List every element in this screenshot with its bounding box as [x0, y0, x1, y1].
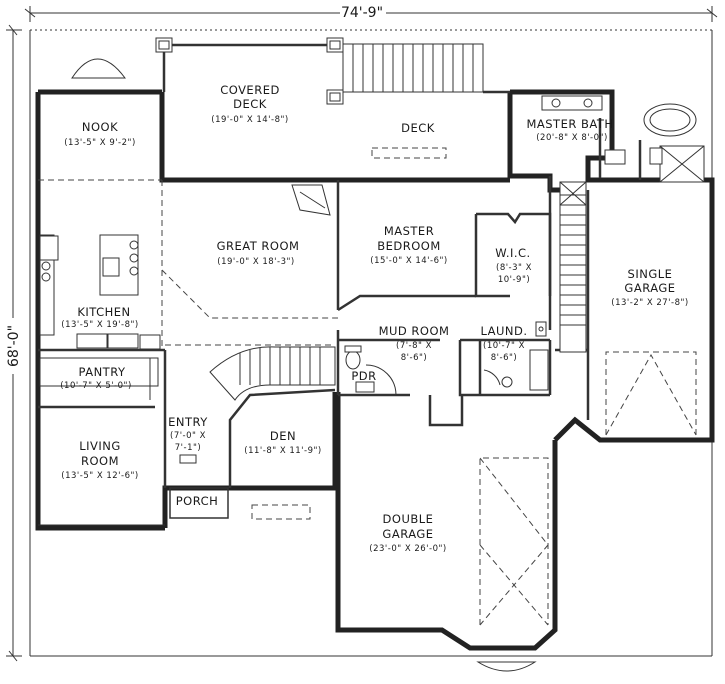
wic-label: W.I.C.: [495, 246, 530, 260]
overall-depth-label: 68'-0": [6, 325, 22, 367]
porch-label: PORCH: [176, 494, 219, 508]
pantry-label: PANTRY: [79, 365, 126, 379]
master-bedroom-dims: (15'-0" X 14'-6"): [370, 256, 447, 266]
nook-dims: (13'-5" X 9'-2"): [64, 138, 136, 148]
den-dims: (11'-8" X 11'-9"): [244, 446, 321, 456]
great-room-dims: (19'-0" X 18'-3"): [217, 257, 294, 267]
deck-structure: [155, 37, 510, 159]
kitchen-label: KITCHEN: [77, 305, 130, 319]
pantry-shelves: [39, 357, 159, 387]
width-label-bg: [340, 3, 386, 21]
powder-label: PDR: [351, 369, 376, 383]
master-bedroom-label-2: BEDROOM: [377, 239, 441, 253]
single-garage-label-1: SINGLE: [628, 267, 673, 281]
depth-label-bg: [3, 318, 23, 374]
wic-dims-2: 10'-9"): [498, 275, 530, 285]
master-bath-label: MASTER BATH: [526, 117, 613, 131]
single-garage-dims: (13'-2" X 27'-8"): [611, 298, 688, 308]
service-fixtures: [344, 321, 549, 396]
entry-bench: [179, 454, 197, 464]
front-stoop: [476, 661, 537, 672]
mud-room-dims-2: 8'-6"): [401, 353, 427, 363]
deck-label: DECK: [401, 121, 435, 135]
double-garage-label-1: DOUBLE: [383, 512, 434, 526]
pantry-dims: (10'-7" X 5'-0"): [60, 381, 132, 391]
living-room-label-2: ROOM: [81, 454, 119, 468]
covered-deck-label-2: DECK: [233, 97, 267, 111]
nook-label: NOOK: [82, 120, 118, 134]
laundry-dims-1: (10'-7" X: [483, 341, 525, 351]
laundry-dims-2: 8'-6"): [491, 353, 517, 363]
master-bath-dims: (20'-8" X 8'-0"): [536, 133, 608, 143]
overall-width-label: 74'-9": [341, 5, 383, 21]
master-bedroom-label-1: MASTER: [384, 224, 434, 238]
nook-bay-window: [71, 58, 126, 79]
room-labels: NOOK (13'-5" X 9'-2") COVERED DECK (19'-…: [60, 83, 688, 554]
entry-dims-2: 7'-1"): [175, 443, 201, 453]
main-stairs: [209, 346, 336, 401]
wic-dims-1: (8'-3" X: [496, 263, 532, 273]
single-garage-label-2: GARAGE: [624, 281, 675, 295]
covered-deck-label-1: COVERED: [220, 83, 280, 97]
porch-step: [251, 504, 311, 520]
mud-room-dims-1: (7'-8" X: [396, 341, 432, 351]
kitchen-fixtures: [39, 234, 161, 350]
den-label: DEN: [270, 429, 296, 443]
garage-doors: [479, 351, 697, 626]
master-bath-fixtures: [541, 95, 705, 183]
covered-deck-dims: (19'-0" X 14'-8"): [211, 115, 288, 125]
great-room-label: GREAT ROOM: [217, 239, 300, 253]
laundry-label: LAUND.: [480, 324, 527, 338]
entry-label: ENTRY: [168, 415, 208, 429]
porch-outline: [169, 487, 229, 519]
entry-dims-1: (7'-0" X: [170, 431, 206, 441]
living-room-dims: (13'-5" X 12'-6"): [61, 471, 138, 481]
double-garage-label-2: GARAGE: [382, 527, 433, 541]
mud-room-label: MUD ROOM: [379, 324, 450, 338]
kitchen-dims: (13'-5" X 19'-8"): [61, 320, 138, 330]
living-room-label-1: LIVING: [79, 439, 121, 453]
garage-stairs: [559, 181, 587, 353]
fireplace: [291, 184, 331, 216]
double-garage-dims: (23'-0" X 26'-0"): [369, 544, 446, 554]
